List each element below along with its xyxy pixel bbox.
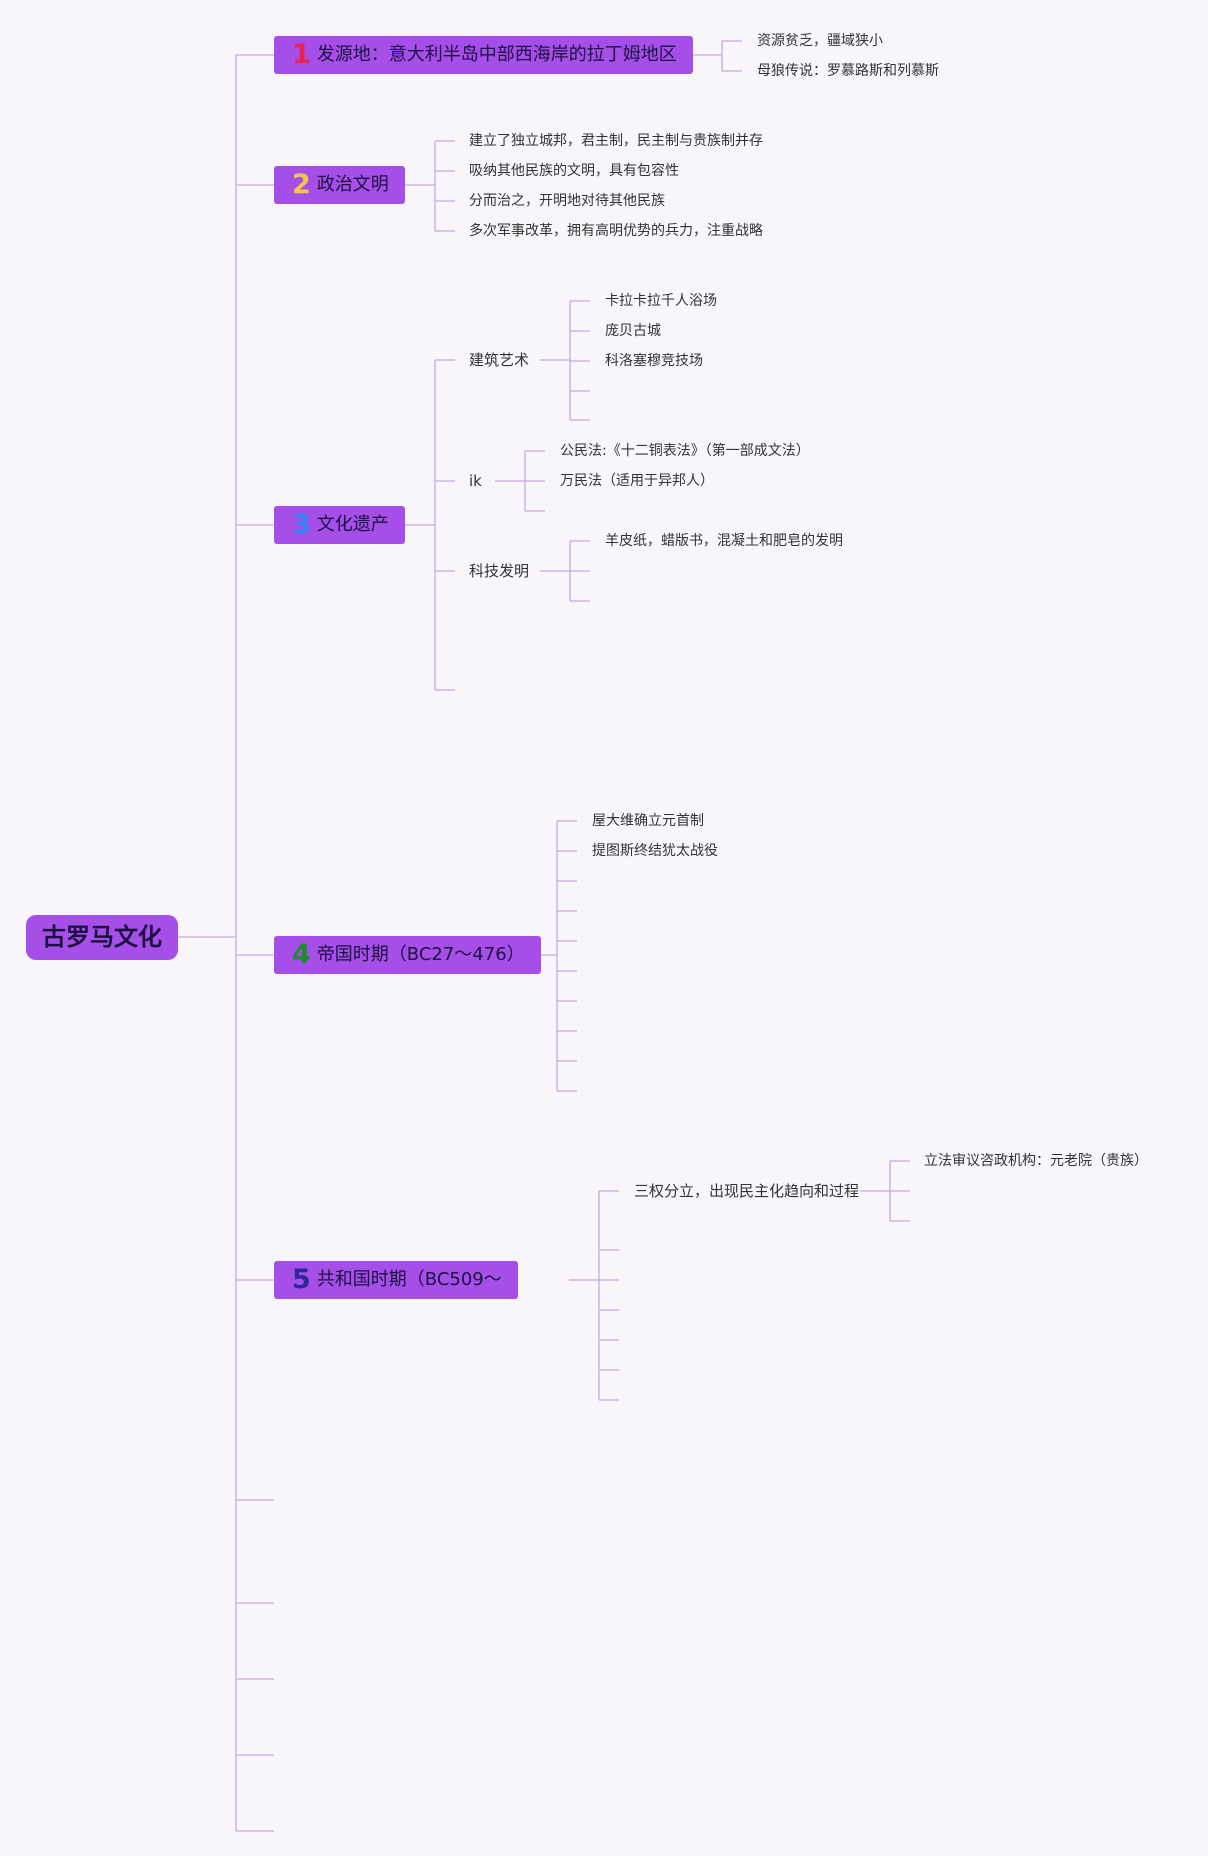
topic-heritage[interactable]: 3 文化遗产: [274, 506, 405, 544]
subtopic-architecture[interactable]: 建筑艺术: [469, 351, 530, 369]
leaf-node[interactable]: 万民法（适用于异邦人）: [560, 473, 714, 489]
leaf-node[interactable]: 科洛塞穆竞技场: [605, 353, 703, 369]
leaf-node[interactable]: 多次军事改革，拥有高明优势的兵力，注重战略: [469, 223, 763, 239]
leaf-node[interactable]: 屋大维确立元首制: [592, 813, 704, 829]
root-label: 古罗马文化: [42, 923, 162, 951]
topic-label: 发源地：意大利半岛中部西海岸的拉丁姆地区: [316, 44, 677, 65]
subtopic-technology[interactable]: 科技发明: [469, 562, 530, 580]
number-4-icon: 4: [292, 939, 311, 970]
subtopic-separation-of-powers[interactable]: 三权分立，出现民主化趋向和过程: [634, 1182, 860, 1200]
number-1-icon: 1: [292, 39, 311, 70]
leaf-node[interactable]: 分而治之，开明地对待其他民族: [469, 193, 665, 209]
leaf-node[interactable]: 吸纳其他民族的文明，具有包容性: [469, 163, 679, 179]
topic-label: 政治文明: [316, 174, 389, 195]
topic-label: 文化遗产: [316, 514, 389, 535]
leaf-node[interactable]: 羊皮纸，蜡版书，混凝土和肥皂的发明: [605, 533, 843, 549]
leaf-node[interactable]: 公民法:《十二铜表法》（第一部成文法）: [560, 443, 810, 459]
topic-empire[interactable]: 4 帝国时期（BC27〜476）: [274, 936, 541, 974]
topic-label: 帝国时期（BC27〜476）: [316, 944, 525, 965]
number-5-icon: 5: [292, 1264, 311, 1295]
leaf-node[interactable]: 资源贫乏，疆域狭小: [757, 33, 883, 49]
leaf-node[interactable]: 立法审议咨政机构：元老院（贵族）: [924, 1153, 1148, 1169]
leaf-node[interactable]: 母狼传说：罗慕路斯和列慕斯: [757, 63, 939, 79]
leaf-node[interactable]: 建立了独立城邦，君主制，民主制与贵族制并存: [469, 133, 763, 149]
leaf-node[interactable]: 庞贝古城: [605, 323, 661, 339]
topic-origin[interactable]: 1 发源地：意大利半岛中部西海岸的拉丁姆地区: [274, 36, 693, 74]
leaf-node[interactable]: 提图斯终结犹太战役: [592, 843, 718, 859]
topic-label: 共和国时期（BC509〜: [316, 1269, 502, 1290]
number-3-icon: 3: [292, 509, 311, 540]
topic-republic[interactable]: 5 共和国时期（BC509〜: [274, 1261, 518, 1299]
subtopic-law[interactable]: ik: [469, 472, 482, 490]
topic-politics[interactable]: 2 政治文明: [274, 166, 405, 204]
leaf-node[interactable]: 卡拉卡拉千人浴场: [605, 293, 717, 309]
number-2-icon: 2: [292, 169, 311, 200]
root-node[interactable]: 古罗马文化: [26, 915, 178, 960]
